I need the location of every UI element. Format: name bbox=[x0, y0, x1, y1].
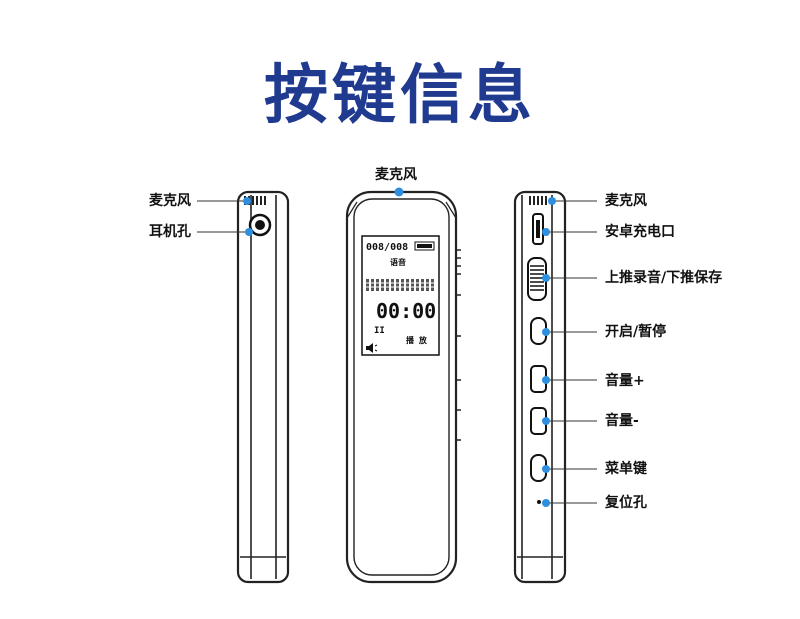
right-label-record-slider: 上推录音/下推保存 bbox=[605, 270, 723, 286]
speaker-icon bbox=[366, 343, 378, 353]
screen-time: 00:00 bbox=[376, 299, 436, 323]
left-label-earphone: 耳机孔 bbox=[149, 224, 191, 240]
top-label-mic: 麦克风 bbox=[375, 167, 417, 183]
earphone-jack bbox=[248, 213, 272, 237]
right-label-volume-up: 音量+ bbox=[605, 373, 645, 389]
left-mic-dot bbox=[243, 197, 251, 205]
right-mic-grill bbox=[529, 196, 547, 205]
record-slider bbox=[527, 257, 547, 301]
right-label-mic: 麦克风 bbox=[605, 193, 647, 209]
left-label-mic: 麦克风 bbox=[149, 193, 191, 209]
reset-hole bbox=[537, 500, 541, 504]
right-label-charge-port: 安卓充电口 bbox=[605, 224, 675, 240]
right-label-reset-hole: 复位孔 bbox=[605, 495, 647, 511]
front-view: 008/008 语音 00:00 II 播 放 bbox=[345, 190, 461, 584]
left-side-view bbox=[236, 190, 290, 584]
right-label-power-pause: 开启/暂停 bbox=[605, 324, 667, 340]
left-earphone-dot bbox=[245, 228, 253, 236]
page-title: 按键信息 bbox=[264, 59, 536, 133]
lcd-screen: 008/008 语音 00:00 II 播 放 bbox=[361, 235, 440, 356]
right-label-volume-down: 音量- bbox=[605, 413, 639, 429]
screen-status: 播 放 bbox=[406, 335, 428, 345]
right-label-menu-key: 菜单键 bbox=[605, 461, 647, 477]
right-side-view bbox=[513, 190, 567, 584]
battery-icon bbox=[417, 244, 432, 248]
screen-track-counter: 008/008 bbox=[366, 242, 408, 253]
level-meter bbox=[364, 279, 436, 291]
top-mic-dot bbox=[394, 187, 404, 197]
screen-pause-symbol: II bbox=[374, 326, 385, 336]
screen-mode: 语音 bbox=[390, 257, 406, 267]
